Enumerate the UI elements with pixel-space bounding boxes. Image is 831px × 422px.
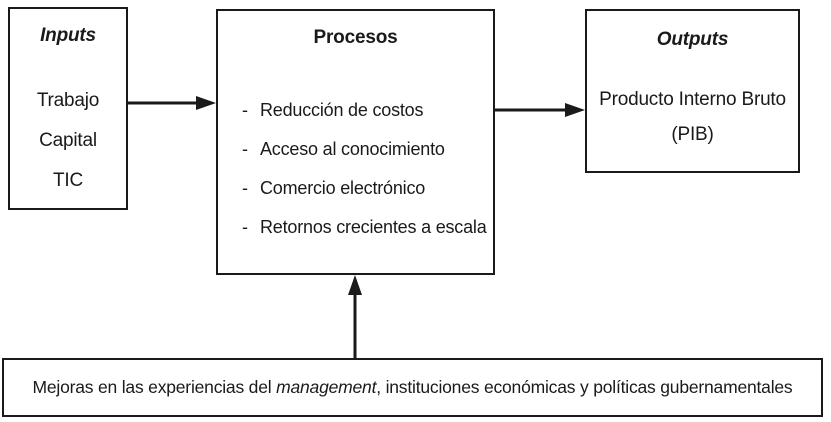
- procesos-item-label: Acceso al conocimiento: [260, 139, 445, 159]
- procesos-title: Procesos: [313, 27, 398, 48]
- outputs-pib-abbrev: (PIB): [671, 124, 714, 145]
- bottom-text-before: Mejoras en las experiencias del: [32, 377, 277, 397]
- inputs-title: Inputs: [40, 25, 96, 46]
- bullet-dash: -: [242, 100, 248, 120]
- procesos-box: Procesos - Reducción de costos - Acceso …: [216, 9, 495, 275]
- outputs-box: Outputs Producto Interno Bruto (PIB): [585, 9, 800, 173]
- inputs-box: Inputs Trabajo Capital TIC: [8, 7, 128, 210]
- bullet-dash: -: [242, 178, 248, 198]
- procesos-item-label: Comercio electrónico: [260, 178, 426, 198]
- bullet-dash: -: [242, 217, 248, 237]
- bottom-text-italic: management: [276, 377, 377, 397]
- bullet-dash: -: [242, 139, 248, 159]
- procesos-item: - Reducción de costos: [218, 91, 493, 130]
- procesos-item: - Comercio electrónico: [218, 169, 493, 208]
- bottom-text-after: , instituciones económicas y políticas g…: [376, 377, 793, 397]
- procesos-item: - Acceso al conocimiento: [218, 130, 493, 169]
- inputs-items: Trabajo Capital TIC: [10, 81, 126, 201]
- inputs-item-trabajo: Trabajo: [36, 90, 100, 111]
- arrow-procesos-to-outputs: [495, 103, 585, 117]
- arrow-bottom-to-procesos: [348, 275, 362, 358]
- bottom-box-text: Mejoras en las experiencias del manageme…: [33, 377, 793, 398]
- procesos-item-label: Reducción de costos: [260, 100, 424, 120]
- outputs-pib-label: Producto Interno Bruto: [599, 89, 786, 110]
- inputs-item-tic: TIC: [52, 170, 83, 191]
- procesos-item: - Retornos crecientes a escala: [218, 208, 493, 247]
- procesos-list: - Reducción de costos - Acceso al conoci…: [218, 91, 493, 247]
- inputs-item-capital: Capital: [39, 130, 97, 151]
- arrow-inputs-to-procesos: [128, 96, 216, 110]
- bottom-box: Mejoras en las experiencias del manageme…: [2, 358, 823, 417]
- outputs-title: Outputs: [656, 29, 729, 50]
- procesos-item-label: Retornos crecientes a escala: [260, 217, 487, 237]
